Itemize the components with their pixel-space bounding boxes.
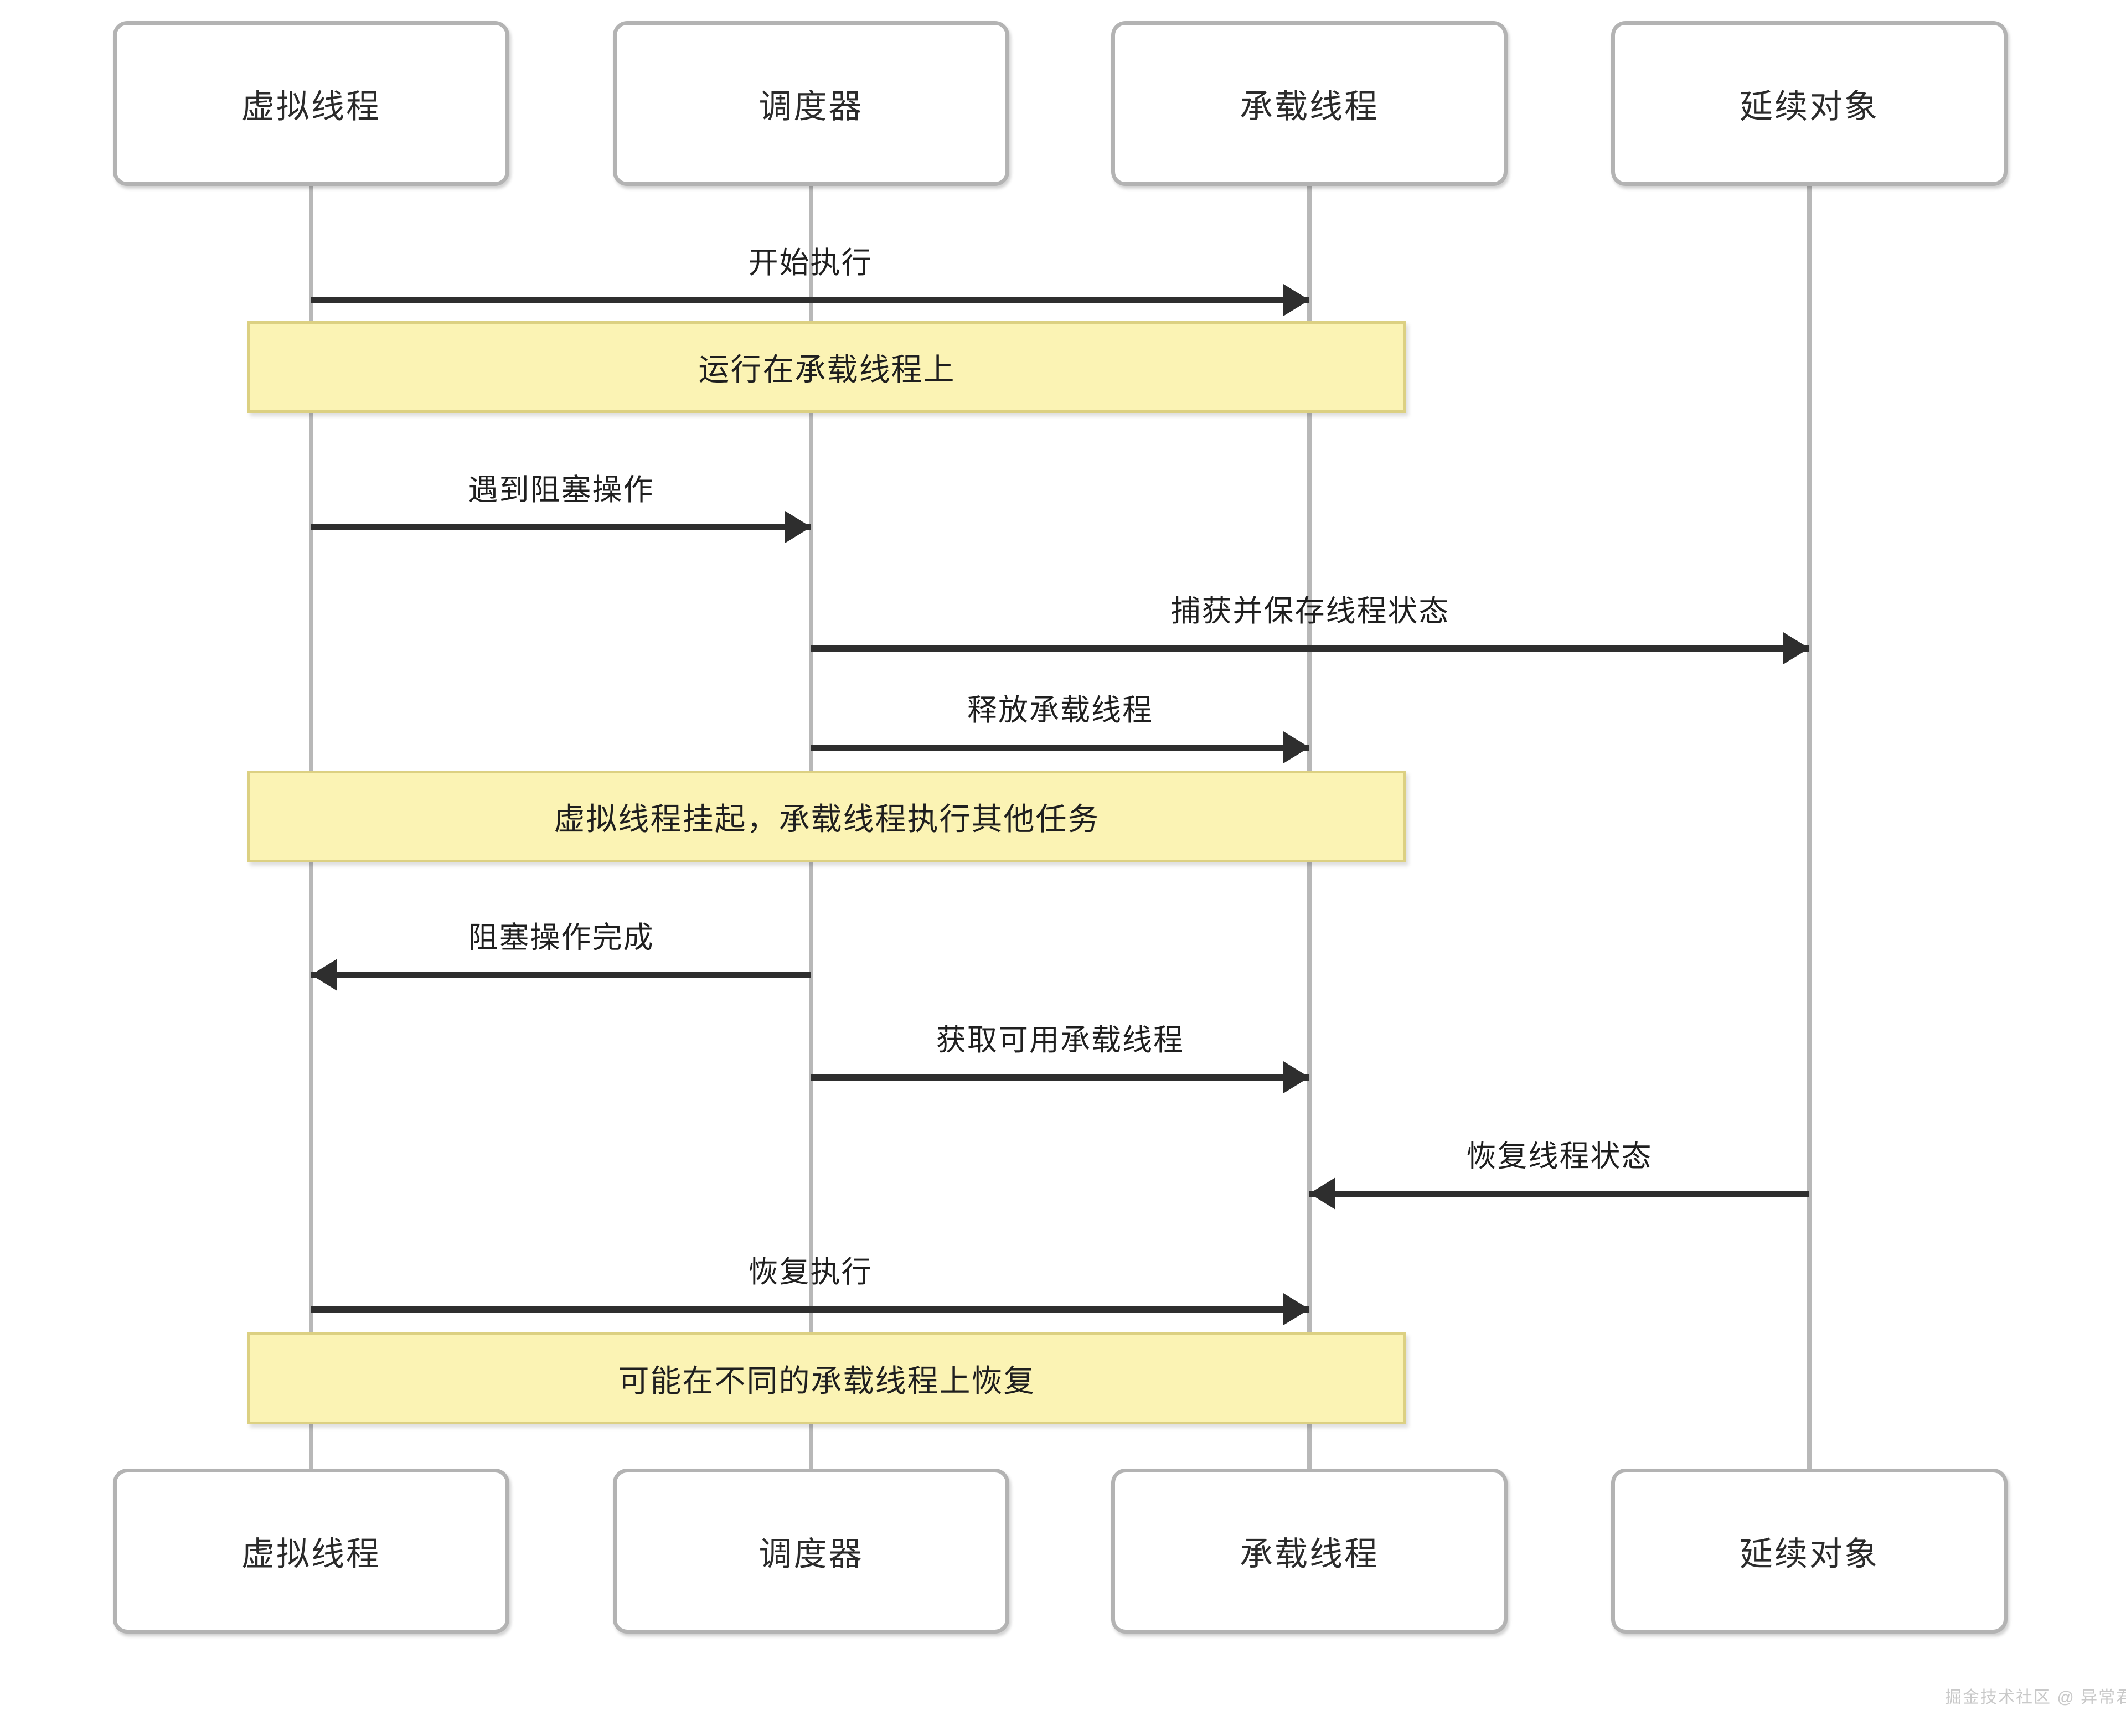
arrowhead-icon	[311, 959, 337, 991]
message-label: 阻塞操作完成	[468, 921, 654, 954]
participant-virtual-thread-bottom[interactable]: 虚拟线程	[113, 1469, 509, 1634]
note-n1: 运行在承载线程上	[247, 321, 1406, 413]
note-label: 运行在承载线程上	[698, 352, 956, 387]
arrowhead-icon	[1283, 1061, 1309, 1093]
participant-carrier-thread[interactable]: 承载线程	[1111, 21, 1508, 186]
message-line	[811, 645, 1809, 652]
participant-scheduler-bottom[interactable]: 调度器	[613, 1469, 1009, 1634]
message-label: 遇到阻塞操作	[468, 473, 654, 507]
note-n2: 虚拟线程挂起，承载线程执行其他任务	[247, 771, 1406, 862]
watermark: 掘金技术社区 @ 异常君	[1945, 1688, 2126, 1707]
message-line	[811, 1074, 1309, 1081]
participant-label: 虚拟线程	[241, 87, 381, 125]
message-label: 开始执行	[748, 246, 873, 280]
message-line	[311, 972, 811, 978]
arrowhead-icon	[1283, 284, 1309, 316]
participant-continuation[interactable]: 延续对象	[1611, 21, 2008, 186]
participant-label: 承载线程	[1240, 1535, 1379, 1573]
message-line	[311, 1306, 1309, 1313]
note-label: 可能在不同的承载线程上恢复	[618, 1363, 1036, 1398]
participant-continuation-bottom[interactable]: 延续对象	[1611, 1469, 2008, 1634]
message-label: 释放承载线程	[967, 694, 1153, 727]
arrowhead-icon	[1309, 1177, 1335, 1210]
participant-carrier-thread-bottom[interactable]: 承载线程	[1111, 1469, 1508, 1634]
lifeline-4	[1807, 186, 1812, 1469]
participant-label: 调度器	[758, 1535, 864, 1573]
message-line	[311, 297, 1309, 303]
arrowhead-icon	[1783, 632, 1809, 664]
participant-scheduler[interactable]: 调度器	[613, 21, 1009, 186]
message-label: 恢复线程状态	[1466, 1140, 1653, 1173]
participant-label: 虚拟线程	[241, 1535, 381, 1573]
arrowhead-icon	[1283, 1293, 1309, 1325]
note-n3: 可能在不同的承载线程上恢复	[247, 1332, 1406, 1424]
message-line	[1309, 1191, 1809, 1197]
message-line	[811, 745, 1309, 751]
message-label: 获取可用承载线程	[936, 1024, 1184, 1057]
participant-label: 调度器	[758, 87, 864, 125]
participant-label: 延续对象	[1740, 87, 1879, 125]
participant-label: 延续对象	[1740, 1535, 1879, 1573]
participant-label: 承载线程	[1240, 87, 1379, 125]
note-label: 虚拟线程挂起，承载线程执行其他任务	[554, 801, 1100, 836]
participant-virtual-thread[interactable]: 虚拟线程	[113, 21, 509, 186]
message-line	[311, 524, 811, 530]
arrowhead-icon	[785, 511, 811, 543]
message-label: 恢复执行	[748, 1256, 873, 1289]
message-label: 捕获并保存线程状态	[1170, 595, 1450, 628]
arrowhead-icon	[1283, 731, 1309, 763]
